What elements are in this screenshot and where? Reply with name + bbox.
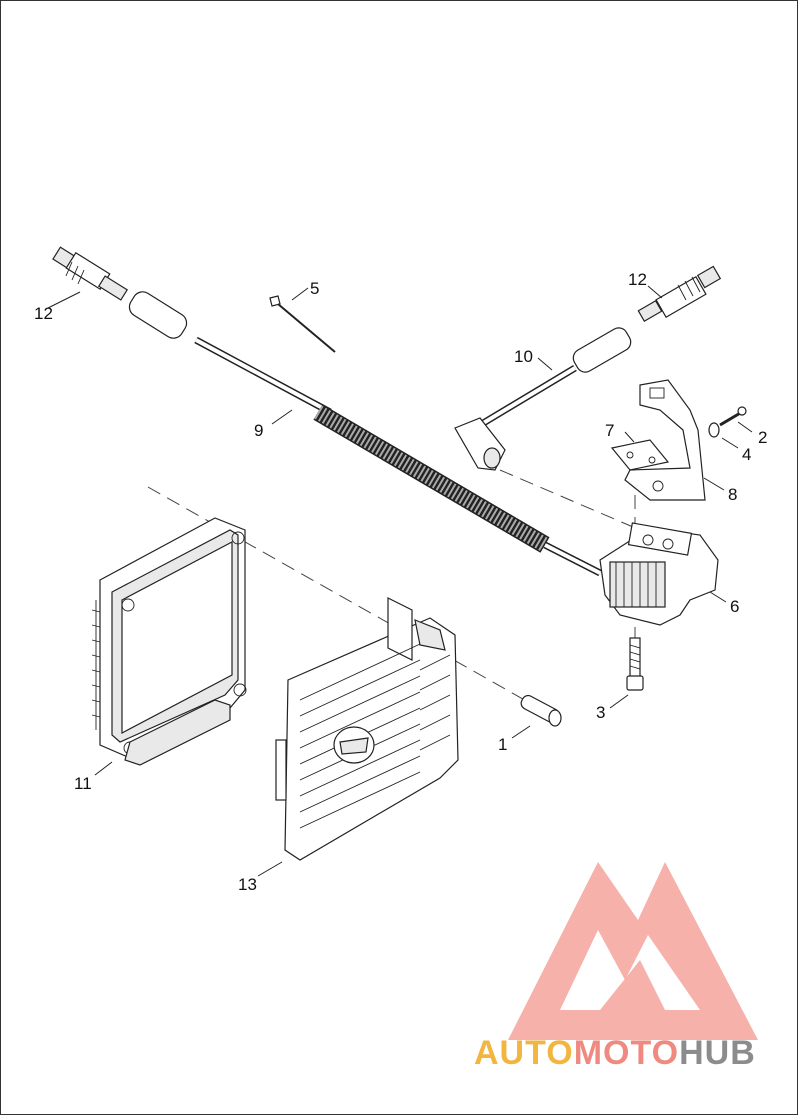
- leader-12-left: [47, 291, 81, 309]
- watermark-word-auto: AUTO: [474, 1034, 574, 1072]
- leader-7: [624, 431, 635, 443]
- mounting-plate: [610, 439, 670, 471]
- ignition-coil: [599, 522, 719, 626]
- ecm-cover: [275, 597, 459, 861]
- callout-9: 9: [254, 421, 263, 440]
- watermark-wordmark: AUTOMOTOHUB: [474, 1034, 756, 1072]
- pin: [520, 694, 562, 727]
- leader-12-right: [647, 285, 663, 299]
- leader-3: [609, 694, 629, 709]
- leader-1: [511, 725, 531, 739]
- spark-plug-left: [52, 246, 129, 301]
- leader-2: [737, 421, 753, 433]
- coil-bracket: [624, 379, 706, 501]
- leader-13: [257, 861, 283, 877]
- callout-4: 4: [742, 445, 751, 464]
- watermark-word-moto: MOTO: [574, 1034, 679, 1072]
- screw-small: [719, 406, 747, 427]
- spark-plug-right: [637, 265, 722, 323]
- leader-9: [271, 409, 293, 425]
- alignment-line-coil: [499, 469, 641, 531]
- callout-12-right: 12: [628, 270, 647, 289]
- callout-12-left: 12: [34, 304, 53, 323]
- callout-3: 3: [596, 703, 605, 722]
- leader-4: [721, 437, 739, 449]
- leader-10: [537, 357, 553, 371]
- watermark-word-hub: HUB: [679, 1034, 756, 1072]
- callout-6: 6: [730, 597, 739, 616]
- coil-mounting-bolt: [626, 637, 644, 691]
- callout-1: 1: [498, 735, 507, 754]
- callout-2: 2: [758, 428, 767, 447]
- watermark-logo: [508, 862, 758, 1040]
- callout-8: 8: [728, 485, 737, 504]
- cable-strap: [269, 295, 336, 353]
- callout-5: 5: [310, 279, 319, 298]
- leader-6: [709, 591, 727, 603]
- callout-7: 7: [605, 421, 614, 440]
- lock-washer: [708, 422, 720, 438]
- spark-plug-cable-short: [454, 327, 632, 471]
- leader-5: [291, 287, 309, 301]
- leader-11: [94, 761, 113, 776]
- watermark-triangle: [508, 862, 758, 1040]
- ecm-module: [91, 517, 247, 766]
- watermark-triangle-inner: [560, 930, 700, 1010]
- leader-8: [703, 477, 725, 491]
- spark-plug-cable-long: [128, 291, 602, 577]
- callout-11: 11: [74, 774, 92, 793]
- callout-10: 10: [514, 347, 533, 366]
- callout-13: 13: [238, 875, 257, 894]
- watermark-triangle-center: [600, 960, 665, 1010]
